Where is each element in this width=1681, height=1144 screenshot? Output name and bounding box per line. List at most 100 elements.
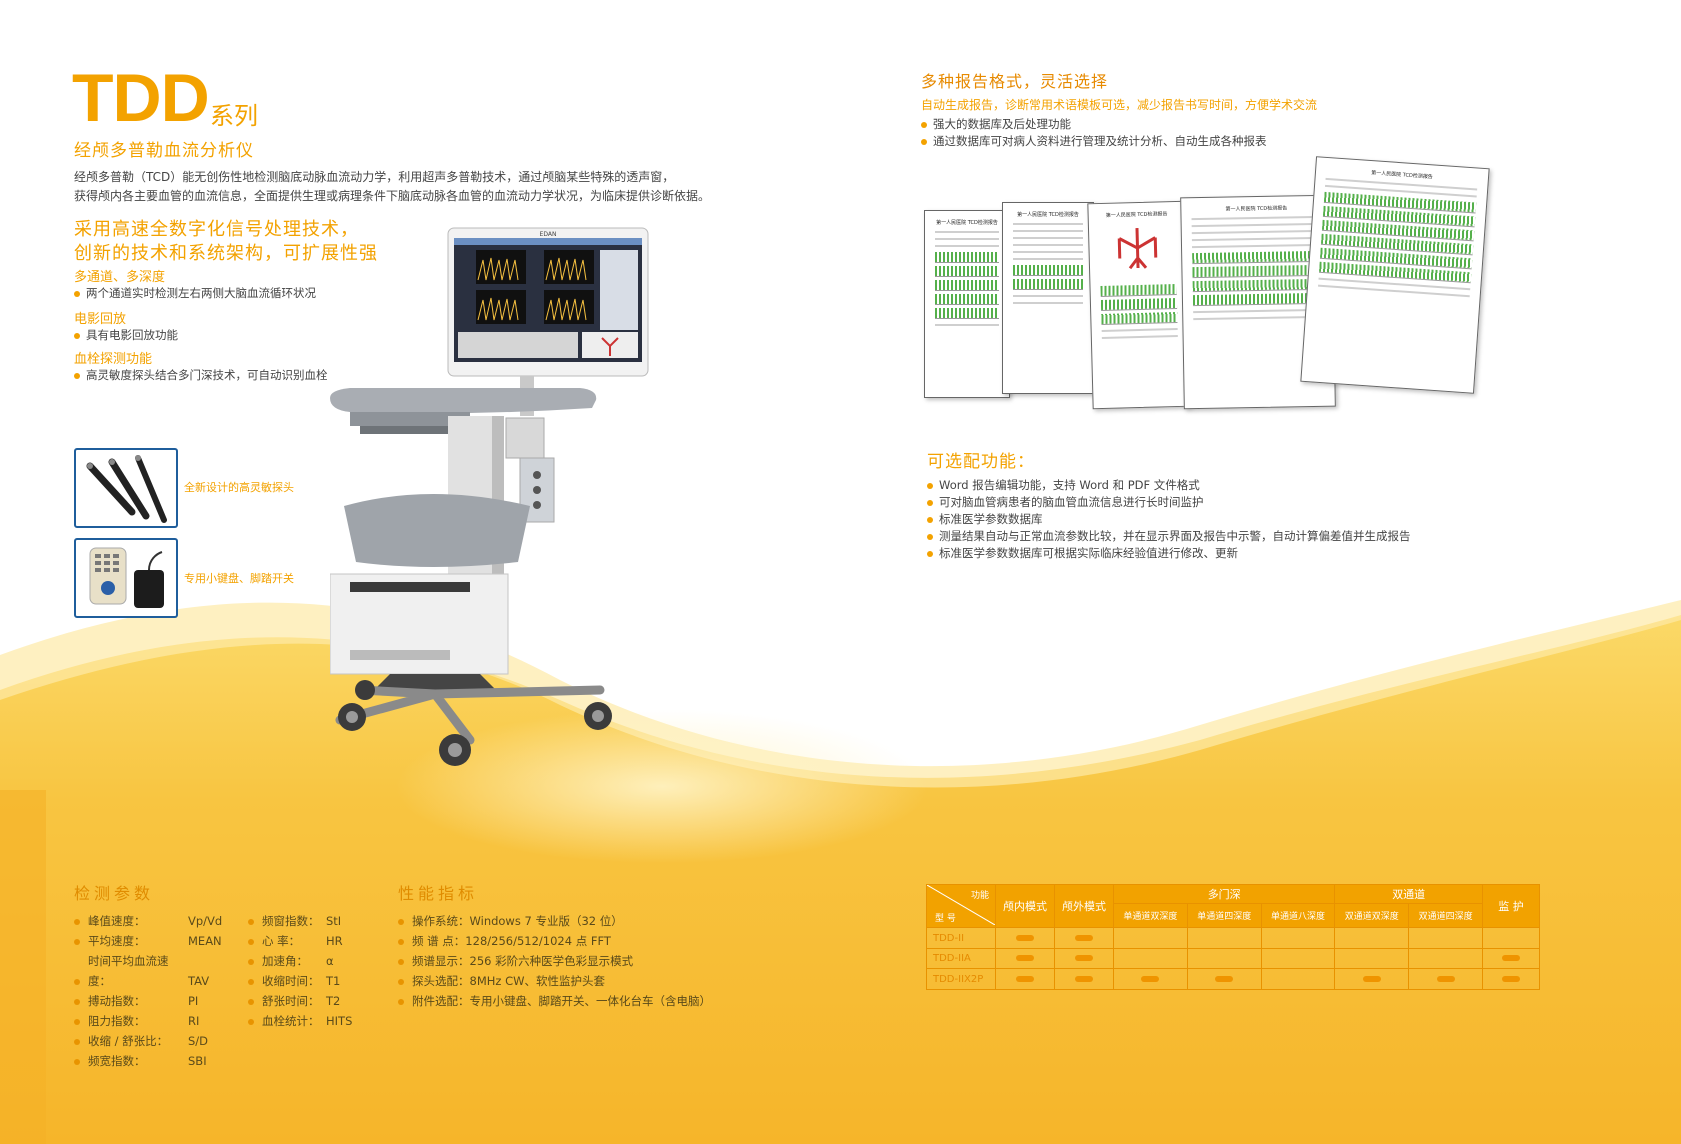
param-name: 搏动指数：	[88, 994, 146, 1008]
param-item: 舒张时间：T2	[248, 991, 398, 1011]
performance-item: 频谱显示：256 彩阶六种医学色彩显示模式	[398, 951, 818, 971]
sub-multi-col: 单通道八深度	[1260, 903, 1336, 929]
supported-mark	[1436, 975, 1455, 982]
feature-cell	[1113, 927, 1188, 949]
report-samples: 第一人民医院 TCD检测报告 第一人民医院 TCD检测报告 第一人民医院 TCD…	[922, 156, 1492, 418]
param-item: 收缩时间：T1	[248, 971, 398, 991]
param-abbr: StI	[326, 914, 342, 928]
param-item: 峰值速度： Vp/Vd	[74, 911, 254, 931]
param-abbr: HITS	[326, 1014, 353, 1028]
feature-cell	[1260, 927, 1336, 949]
brand-suffix: 系列	[210, 102, 258, 130]
performance-text: 附件选配：专用小键盘、脚踏开关、一体化台车（含电脑）	[412, 994, 711, 1008]
group-multi: 多门深	[1112, 883, 1336, 905]
performance-text: 频谱显示：256 彩阶六种医学色彩显示模式	[412, 954, 634, 968]
vessel-diagram	[1117, 227, 1158, 270]
optional-bullet: 测量结果自动与正常血流参数比较，并在显示界面及报告中示警，自动计算偏差值并生成报…	[927, 528, 1547, 545]
optional-bullet: 可对脑血管病患者的脑血管血流信息进行长时间监护	[927, 494, 1547, 511]
param-abbr: RI	[188, 1014, 200, 1028]
tech-heading-line: 创新的技术和系统架构，可扩展性强	[74, 243, 378, 264]
feature-cell	[1334, 927, 1410, 949]
optional-bullet: 标准医学参数数据库可根据实际临床经验值进行修改、更新	[927, 545, 1547, 562]
report-sheet-title: 第一人民医院 TCD检测报告	[1370, 170, 1433, 181]
feature-item: 多通道、多深度 两个通道实时检测左右两侧大脑血流循环状况	[74, 266, 434, 308]
supported-mark	[1016, 975, 1034, 982]
col-monitor: 监 护	[1482, 883, 1540, 929]
table-row: TDD-II	[926, 927, 1540, 949]
supported-mark	[1362, 975, 1381, 982]
feature-cell	[1054, 927, 1114, 949]
param-name: 血栓统计：	[262, 1014, 320, 1028]
supported-mark	[1502, 955, 1520, 962]
feature-cell	[995, 947, 1055, 970]
feature-cell	[1334, 947, 1410, 970]
sub-multi-col: 单通道四深度	[1186, 903, 1262, 929]
feature-title: 多通道、多深度	[74, 270, 166, 285]
supported-mark	[1075, 955, 1093, 962]
performance-list: 操作系统：Windows 7 专业版（32 位） 频 谱 点：128/256/5…	[398, 911, 818, 1011]
supported-mark	[1075, 934, 1093, 941]
params-title: 检测参数	[74, 884, 155, 903]
performance-item: 操作系统：Windows 7 专业版（32 位）	[398, 911, 818, 931]
param-abbr: HR	[326, 934, 343, 948]
feature-cell	[1482, 927, 1540, 949]
report-bullet: 通过数据库可对病人资料进行管理及统计分析、自动生成各种报表	[921, 133, 1481, 150]
tech-heading: 采用高速全数字化信号处理技术， 创新的技术和系统架构，可扩展性强	[74, 218, 378, 266]
feature-cell	[1408, 927, 1483, 949]
table-row: TDD-IIA	[926, 947, 1540, 970]
probe-thumbnail	[74, 448, 178, 528]
supported-mark	[1215, 975, 1234, 982]
param-item: 时间平均血流速度：TAV	[74, 951, 254, 991]
supported-mark	[1075, 975, 1093, 982]
param-name: 收缩时间：	[262, 974, 320, 988]
optional-title: 可选配功能：	[927, 452, 1035, 472]
sub-dual-col: 双通道双深度	[1334, 903, 1410, 929]
feature-cell	[1482, 968, 1540, 990]
param-abbr: Vp/Vd	[188, 914, 223, 928]
param-name: 加速角：	[262, 954, 308, 968]
group-dual: 双通道	[1334, 883, 1483, 905]
page-subtitle: 经颅多普勒血流分析仪	[74, 141, 254, 161]
param-name: 频窗指数：	[262, 914, 320, 928]
feature-cell	[1408, 968, 1483, 990]
model-cell: TDD-IIA	[926, 947, 996, 970]
optional-bullet: 标准医学参数数据库	[927, 511, 1547, 528]
table-corner: 功能 型 号	[926, 883, 996, 929]
feature-cell	[1408, 947, 1483, 970]
feature-cell	[1113, 968, 1188, 990]
col-extra: 颅外模式	[1054, 883, 1114, 929]
report-sheet: 第一人民医院 TCD检测报告	[1300, 156, 1490, 394]
param-name: 收缩 / 舒张比：	[88, 1034, 169, 1048]
performance-text: 探头选配：8MHz CW、软性监护头套	[412, 974, 605, 988]
param-name: 心 率：	[262, 934, 301, 948]
performance-text: 操作系统：Windows 7 专业版（32 位）	[412, 914, 623, 928]
feature-cell	[1482, 947, 1540, 970]
report-sheet: 第一人民医院 TCD检测报告	[1087, 200, 1191, 410]
param-item: 收缩 / 舒张比：S/D	[74, 1031, 254, 1051]
feature-item: 电影回放 具有电影回放功能	[74, 308, 434, 348]
param-item: 血栓统计： HITS	[248, 1011, 398, 1031]
feature-cell	[995, 927, 1055, 949]
param-name: 峰值速度：	[88, 914, 146, 928]
params-left-list: 峰值速度：Vp/Vd 平均速度：MEAN 时间平均血流速度：TAV 搏动指数：P…	[74, 911, 254, 1071]
param-item: 阻力指数：RI	[74, 1011, 254, 1031]
params-right-list: 频窗指数：StI 心 率：HR 加速角：α 收缩时间：T1 舒张时间：T2 血栓…	[248, 911, 398, 1031]
feature-cell	[1186, 927, 1262, 949]
param-name: 频宽指数：	[88, 1054, 146, 1068]
report-sheet-title: 第一人民医院 TCD检测报告	[1225, 205, 1288, 213]
feature-title: 电影回放	[74, 312, 127, 327]
report-section-subtitle: 自动生成报告，诊断常用术语模板可选，减少报告书写时间，方便学术交流	[921, 98, 1318, 112]
param-item: 频窗指数： StI	[248, 911, 398, 931]
param-abbr: T2	[326, 994, 341, 1008]
param-item: 搏动指数：PI	[74, 991, 254, 1011]
feature-bullet: 高灵敏度探头结合多门深技术，可自动识别血栓	[74, 367, 434, 384]
keypad-thumbnail	[74, 538, 178, 618]
report-sheet: 第一人民医院 TCD检测报告	[924, 210, 1010, 398]
param-item: 心 率： HR	[248, 931, 398, 951]
feature-bullet: 两个通道实时检测左右两侧大脑血流循环状况	[74, 285, 434, 302]
table-row: TDD-IIX2P	[926, 968, 1540, 990]
param-abbr: SBI	[188, 1054, 207, 1068]
sub-multi-col: 单通道双深度	[1113, 903, 1188, 929]
probe-icon	[86, 455, 167, 523]
performance-text: 频 谱 点：128/256/512/1024 点 FFT	[412, 934, 611, 948]
